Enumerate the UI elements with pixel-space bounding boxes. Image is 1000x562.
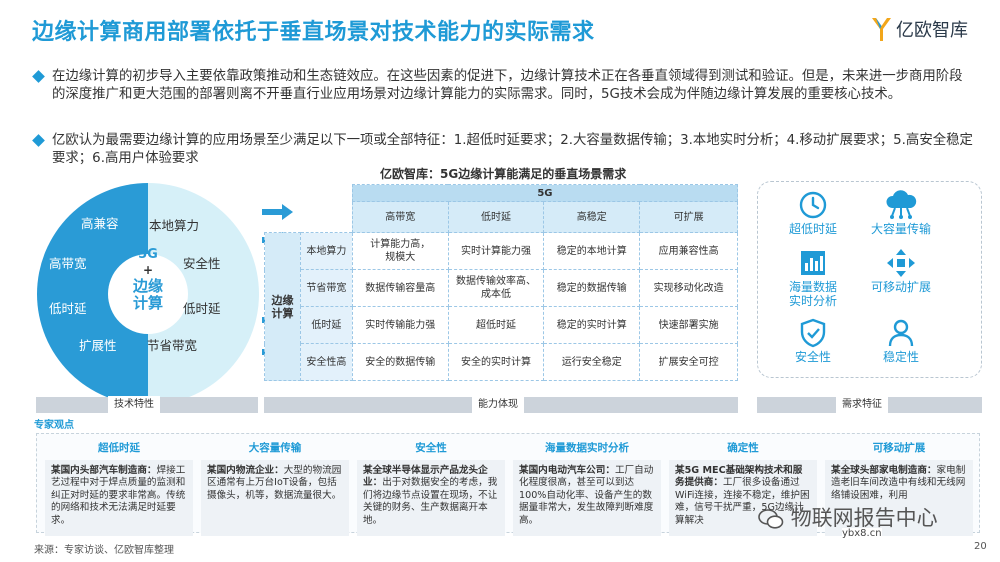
case-title: 大容量传输 (248, 442, 302, 454)
table-cell: 数据传输容量高 (351, 269, 449, 307)
demand-features-panel: 超低时延 大容量传输 海量数据 实时分析 可移动扩展 安全性 (757, 181, 982, 378)
table-group-edge: 边缘 计算 (264, 232, 301, 381)
circle-graphic (37, 183, 259, 405)
table-col-header: 低时延 (447, 201, 545, 233)
bar-chart-icon (801, 251, 825, 275)
table-title: 亿欧智库：5G边缘计算能满足的垂直场景需求 (380, 167, 627, 181)
yiou-logo-icon (872, 18, 891, 41)
case-card: 确定性 某5G MEC基础架构技术和服务提供商：工厂很多设备通过WiFi连接，连… (669, 440, 817, 536)
table-cell: 安全的实时计算 (447, 343, 545, 381)
case-title: 可移动扩展 (872, 442, 926, 454)
case-card: 海量数据实时分析 某国内电动汽车公司：工厂自动化程度很高，甚至可以到达100%自… (513, 440, 661, 536)
user-icon (888, 319, 914, 347)
case-title: 确定性 (727, 442, 759, 454)
circle-center-edge: 边缘 计算 (132, 277, 163, 312)
table-cell: 稳定的实时计算 (543, 306, 641, 344)
bullet-2: 亿欧认为最需要边缘计算的应用场景至少满足以下一项或全部特征：1.超低时延要求；2… (32, 132, 974, 167)
band-label-capability: 能力体现 (472, 396, 524, 414)
circle-center-5g: 5G (138, 247, 158, 262)
circle-label-compat: 高兼容 (81, 216, 119, 231)
circle-label-latency-left: 低时延 (49, 301, 87, 316)
5g-edge-circle-diagram: 高兼容 高带宽 低时延 扩展性 本地算力 安全性 低时延 节省带宽 5G + 边… (37, 183, 259, 405)
table-col-header: 高带宽 (351, 201, 449, 233)
arrow-right-icon (262, 204, 293, 220)
feature-mobile-scaling: 可移动扩展 (858, 248, 944, 294)
circle-label-local-compute: 本地算力 (149, 218, 200, 233)
table-cell: 快速部署实施 (639, 306, 738, 344)
table-cell: 计算能力高， 规模大 (351, 232, 449, 270)
table-row-header: 本地算力 (299, 232, 353, 270)
circle-label-latency-right: 低时延 (183, 301, 221, 316)
circle-label-save-bandwidth: 节省带宽 (147, 338, 198, 353)
case-card: 超低时延 某国内头部汽车制造商：焊接工艺过程中对于焊点质量的监测和纠正对时延的要… (45, 440, 193, 536)
table-row: 安全性高 安全的数据传输 安全的实时计算 运行安全稳定 扩展安全可控 (265, 343, 738, 381)
table-col-header: 高稳定 (543, 201, 641, 233)
diamond-bullet-icon (32, 70, 45, 83)
table-cell: 数据传输效率高、 成本低 (447, 269, 545, 307)
logo: 亿欧智库 (870, 14, 968, 44)
shield-check-icon (800, 318, 826, 348)
page-number: 20 (974, 541, 987, 552)
cloud-network-icon (886, 190, 917, 219)
circle-label-security: 安全性 (183, 256, 221, 271)
table-cell: 实时计算能力强 (447, 232, 545, 270)
table-row: 边缘 计算 本地算力 计算能力高， 规模大 实时计算能力强 稳定的本地计算 应用… (264, 232, 738, 381)
table-cell: 扩展安全可控 (639, 343, 738, 381)
feature-stability: 稳定性 (858, 318, 944, 364)
table-cell: 应用兼容性高 (639, 232, 738, 270)
table-cell: 稳定的数据传输 (543, 269, 641, 307)
table-row: 低时延 实时传输能力强 超低时延 稳定的实时计算 快速部署实施 (265, 306, 738, 344)
table-cell: 稳定的本地计算 (543, 232, 641, 270)
logo-text: 亿欧智库 (896, 20, 968, 41)
page-title: 边缘计算商用部署依托于垂直场景对技术能力的实际需求 (32, 20, 595, 45)
circle-label-scalability: 扩展性 (79, 338, 117, 353)
feature-low-latency: 超低时延 (770, 190, 856, 236)
table-cell: 运行安全稳定 (543, 343, 641, 381)
circle-label-bandwidth: 高带宽 (49, 256, 87, 271)
table-cell: 实现移动化改造 (639, 269, 738, 307)
wechat-icon (758, 509, 784, 529)
band-label-demand: 需求特征 (836, 396, 888, 414)
table-cell: 超低时延 (447, 306, 545, 344)
expert-label: 专家观点 (34, 420, 74, 431)
circle-center-plus: + (142, 263, 154, 277)
watermark-site: ybx8.cn (842, 528, 882, 539)
case-card: 大容量传输 某国内物流企业：大型的物流园区通常有上万台IoT设备，包括摄像头，机… (201, 440, 349, 536)
feature-security: 安全性 (770, 318, 856, 364)
diamond-bullet-icon (32, 134, 45, 147)
bullet-1: 在边缘计算的初步导入主要依靠政策推动和生态链效应。在这些因素的促进下，边缘计算技… (32, 68, 974, 103)
table-row-header: 低时延 (299, 306, 353, 344)
expert-cases-panel: 超低时延 某国内头部汽车制造商：焊接工艺过程中对于焊点质量的监测和纠正对时延的要… (36, 433, 980, 536)
case-title: 超低时延 (98, 442, 140, 454)
table-row-header: 安全性高 (299, 343, 353, 381)
table-row-header: 节省带宽 (299, 269, 353, 307)
table-group-5g: 5G (351, 184, 739, 202)
table-cell: 实时传输能力强 (351, 306, 449, 344)
band-label-tech: 技术特性 (108, 396, 160, 414)
feature-high-capacity: 大容量传输 (858, 190, 944, 236)
case-card: 可移动扩展 某全球头部家电制造商：家电制造老旧车间改造中有线和无线网络铺设困难，… (825, 440, 973, 536)
move-arrows-icon (887, 249, 915, 277)
source-note: 来源：专家访谈、亿欧智库整理 (34, 545, 174, 556)
clock-icon (799, 191, 827, 219)
case-title: 海量数据实时分析 (545, 442, 629, 454)
table-col-header: 可扩展 (639, 201, 738, 233)
watermark: 物联网报告中心 (758, 502, 938, 532)
case-title: 安全性 (415, 442, 447, 454)
capability-matrix-table: 5G 高带宽 低时延 高稳定 可扩展 边缘 计算 本地算力 计算能力高， 规模大… (264, 184, 739, 381)
feature-realtime-analysis: 海量数据 实时分析 (770, 248, 856, 308)
table-cell: 安全的数据传输 (351, 343, 449, 381)
table-row: 节省带宽 数据传输容量高 数据传输效率高、 成本低 稳定的数据传输 实现移动化改… (265, 269, 738, 307)
case-card: 安全性 某全球半导体显示产品龙头企业：出于对数据安全的考虑，我们将边缘节点设置在… (357, 440, 505, 536)
